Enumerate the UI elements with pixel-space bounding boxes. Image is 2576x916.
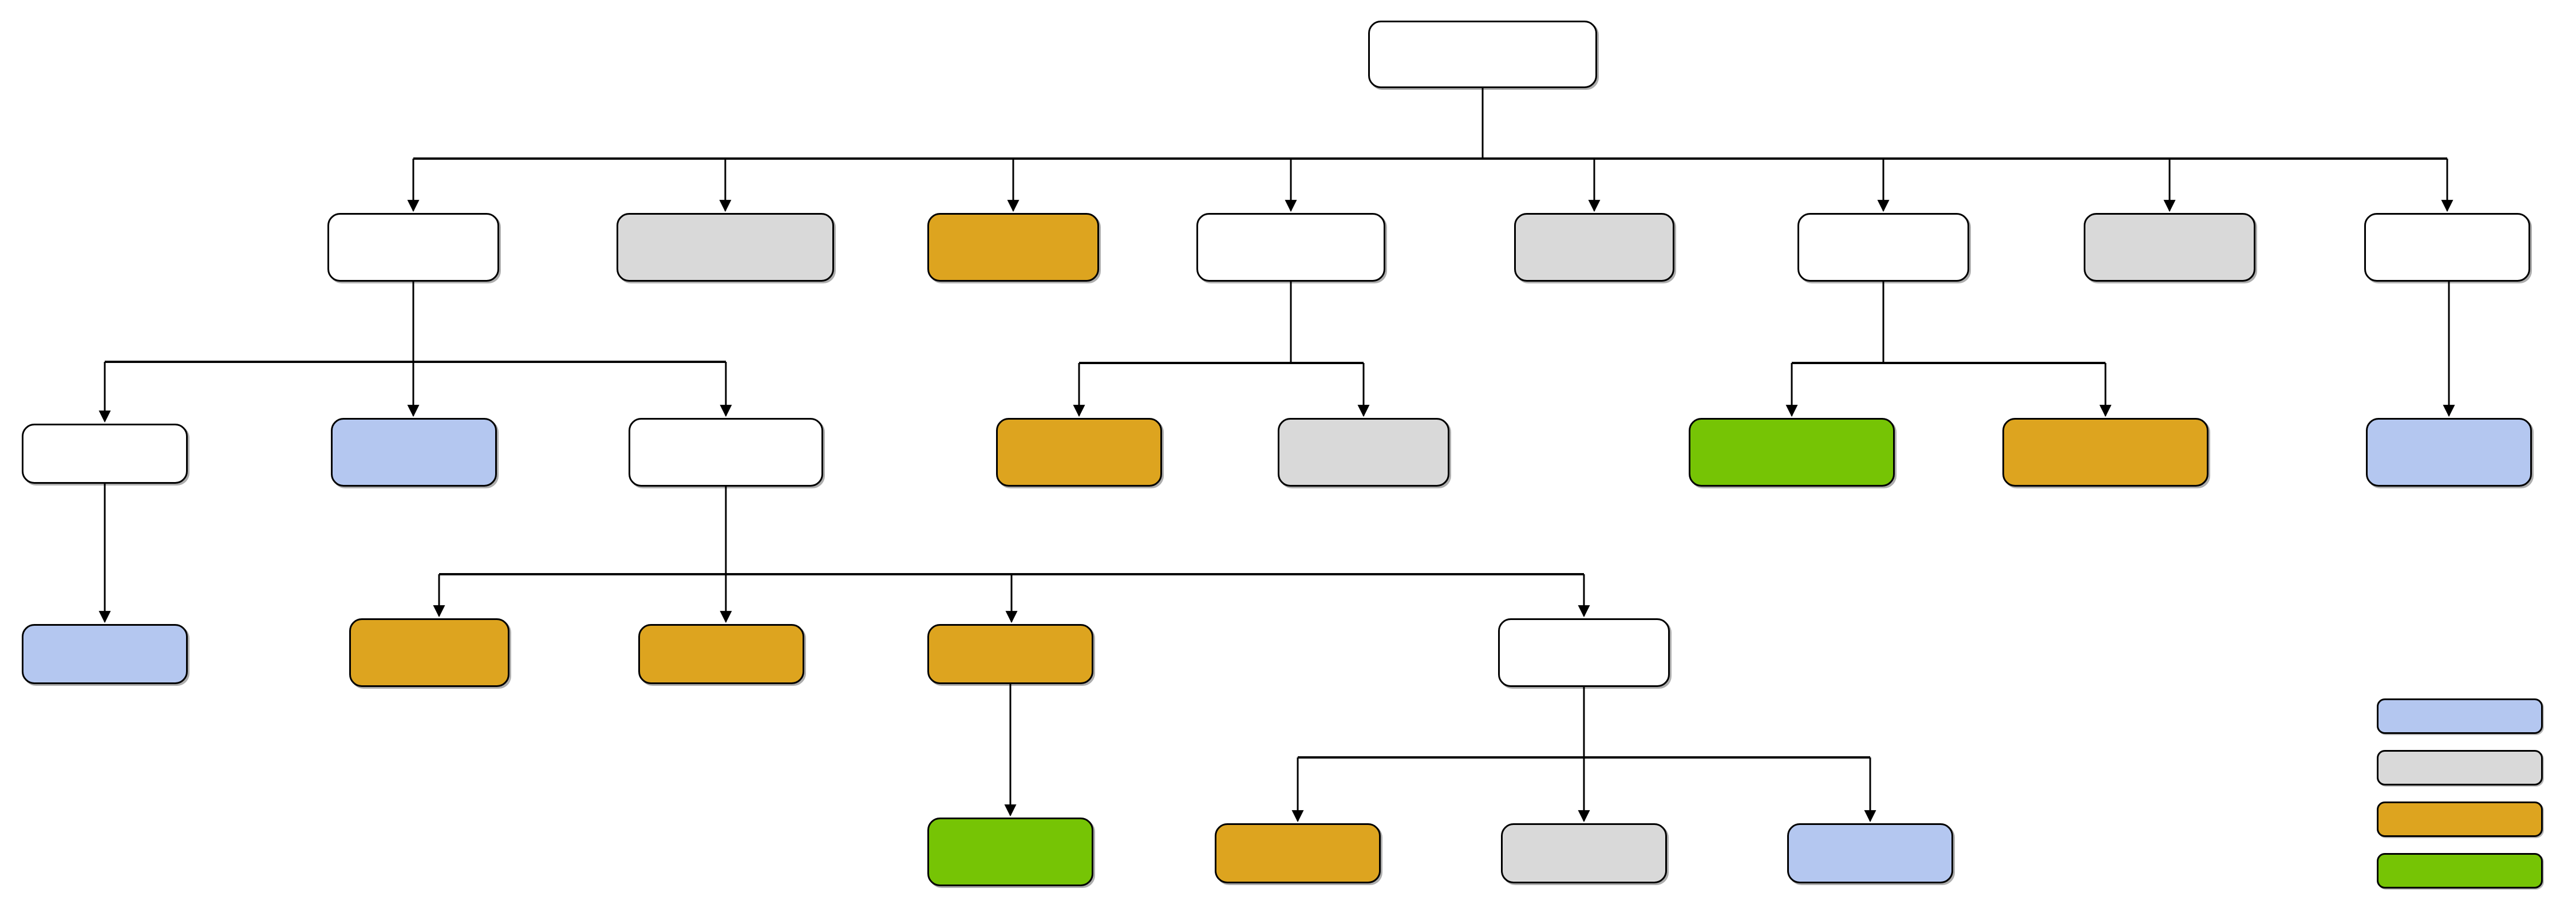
- node-dop-feedback: [638, 624, 804, 684]
- node-table-variable-deferred-compilation: [617, 213, 834, 282]
- node-optimized-plan-forcing: [927, 213, 1099, 282]
- node-ce-feedback-for-expressions: [927, 818, 1093, 886]
- node-automatic-plan-correction: [2366, 418, 2532, 487]
- node-adaptive-query-processing: [327, 213, 499, 282]
- legend-item-sql-server-2022: [2377, 802, 2543, 837]
- node-batch-mode-for-row-store: [2084, 213, 2255, 282]
- node-percentile-grant: [1215, 823, 1381, 883]
- node-approximate-percentile: [996, 418, 1162, 487]
- node-approximate-query-processing: [1196, 213, 1385, 282]
- legend-item-sql-server-2025: [2377, 853, 2543, 889]
- node-feedback-persistence: [349, 618, 509, 687]
- node-optional-parameter-plan-optimization: [1689, 418, 1895, 487]
- node-approximate-count-distinct: [1278, 418, 1449, 487]
- node-adaptive-joins: [22, 424, 188, 484]
- node-scalar-udf-inlining: [1514, 213, 1674, 282]
- node-query-processing-feedback: [629, 418, 823, 487]
- node-batch-mode: [22, 624, 188, 684]
- node-interleaved-execution: [331, 418, 497, 487]
- node-automatic-tuning: [2364, 213, 2530, 282]
- node-memory-grant-feedback: [1498, 618, 1670, 687]
- node-ce-feedback: [927, 624, 1093, 684]
- node-batch-mode: [1787, 823, 1953, 883]
- legend-item-sql-server-2017: [2377, 698, 2543, 734]
- node-row-mode: [1501, 823, 1667, 883]
- node-intelligent-query-processing: [1368, 21, 1597, 88]
- node-parameter-sensitive-plan-optimization: [2002, 418, 2208, 487]
- node-adaptive-plan-optimization: [1797, 213, 1969, 282]
- legend-item-sql-server-2019: [2377, 750, 2543, 785]
